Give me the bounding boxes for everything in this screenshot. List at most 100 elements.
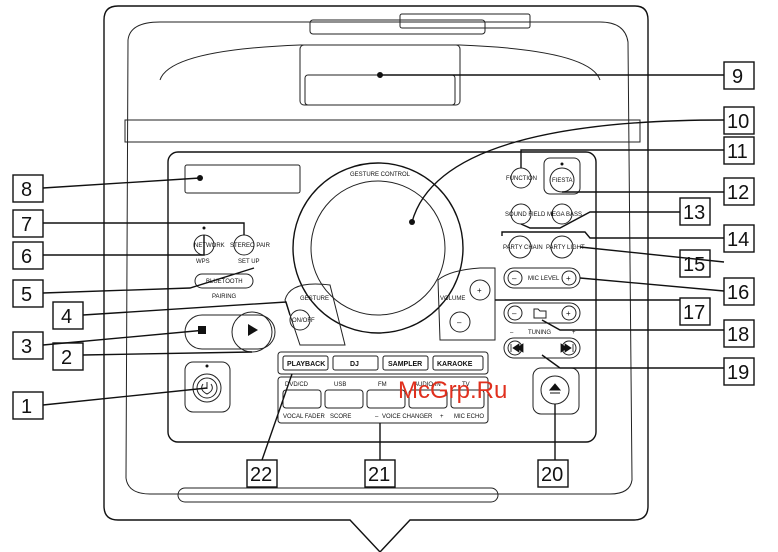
svg-text:14: 14 [727,229,749,251]
mic-echo-label: MIC ECHO [454,414,484,420]
network-button[interactable]: NETWORK [193,226,225,256]
gesture-label: GESTURE [300,296,329,302]
watermark: McGrp.Ru [398,377,507,404]
bluetooth-button[interactable]: BLUETOOTH [194,273,254,289]
playback-button[interactable]: PLAYBACK [282,355,329,371]
fm-button[interactable] [366,389,406,409]
device-inner-outline [125,21,633,495]
shelf [124,119,641,143]
callout-21: 21 [364,459,396,488]
mic-level-control[interactable]: – MIC LEVEL + [503,267,581,289]
function-label: FUNCTION [506,176,537,182]
gesture-on-off-button[interactable]: ON/OFF [289,309,315,331]
volume-label: VOLUME [440,296,465,302]
gesture-ring-outer [292,162,464,334]
gesture-control-label: GESTURE CONTROL [350,172,411,178]
bottom-foot [177,487,499,503]
mic-level-label: MIC LEVEL [528,276,560,282]
svg-text:8: 8 [21,179,32,201]
score-label: SCORE [330,414,351,420]
tuning-label: TUNING [528,330,551,336]
callout-6: 6 [12,241,44,270]
karaoke-button[interactable]: KARAOKE [432,355,484,371]
callout-14: 14 [723,224,755,253]
skip-forward-icon [560,343,574,353]
dvd-cd-button[interactable] [282,389,322,409]
mega-bass-button[interactable]: MEGA BASS [547,203,582,225]
svg-text:16: 16 [727,282,749,304]
callout-11: 11 [723,136,755,165]
sampler-button[interactable]: SAMPLER [382,355,429,371]
callout-15: 15 [679,249,711,278]
svg-text:9: 9 [732,66,743,88]
volume-up-button[interactable]: + [469,279,491,301]
usb-button[interactable] [324,389,364,409]
party-light-button[interactable]: PARTY LIGHT [546,235,585,259]
vocal-fader-label: VOCAL FADER [283,414,325,420]
folder-minus-label: – [512,309,517,318]
control-panel [167,151,597,443]
play-icon [248,324,258,336]
volume-plus-label: + [477,286,482,295]
stereo-pair-button[interactable]: STEREO PAIR [230,234,271,256]
svg-text:18: 18 [727,324,749,346]
fiesta-label: FIESTA [552,178,573,184]
svg-text:6: 6 [21,246,32,268]
callout-4: 4 [52,301,84,330]
audio-in-button[interactable] [408,389,448,409]
function-button[interactable]: FUNCTION [506,167,537,189]
callout-17: 17 [679,297,711,326]
wps-label: WPS [196,259,210,265]
svg-text:11: 11 [727,141,748,163]
mic-level-minus-label: – [512,274,517,283]
callout-13: 13 [679,197,711,226]
callout-5: 5 [12,279,44,308]
volume-minus-label: – [457,318,462,327]
sound-field-button[interactable]: SOUND FIELD [505,203,546,225]
svg-text:21: 21 [368,464,390,486]
power-button[interactable] [184,361,231,413]
skip-back-icon [510,343,524,353]
party-light-label: PARTY LIGHT [546,245,585,251]
stereo-pair-label: STEREO PAIR [230,243,271,249]
folder-icon [533,308,547,319]
callout-20: 20 [537,459,569,488]
playback-label: PLAYBACK [287,361,325,368]
sampler-label: SAMPLER [388,361,422,368]
volume-arc [437,267,496,341]
pairing-label: PAIRING [212,294,237,300]
on-off-label: ON/OFF [292,318,315,324]
skip-control[interactable] [503,337,581,359]
callout-12: 12 [723,177,755,206]
volume-down-button[interactable]: – [449,311,471,333]
karaoke-label: KARAOKE [437,361,473,368]
svg-text:22: 22 [250,464,272,486]
callout-8: 8 [12,174,44,203]
audio-in-label: AUDIO IN [414,382,441,388]
folder-tuning-control[interactable]: – + [503,302,581,324]
fiesta-button[interactable]: FIESTA [543,157,581,195]
tuning-minus-label: – [510,330,514,336]
svg-text:13: 13 [683,202,705,224]
tv-label: TV [462,382,470,388]
svg-text:12: 12 [727,182,749,204]
sound-field-label: SOUND FIELD [505,212,546,218]
folder-plus-label: + [566,309,571,318]
party-chain-button[interactable]: PARTY CHAIN [503,235,543,259]
svg-text:4: 4 [61,306,72,328]
eject-button[interactable] [532,367,580,415]
fm-label: FM [378,382,387,388]
mega-bass-label: MEGA BASS [547,212,582,218]
dj-button[interactable]: DJ [332,355,379,371]
party-chain-label: PARTY CHAIN [503,245,543,251]
callout-7: 7 [12,209,44,238]
stop-play-button[interactable] [184,311,276,353]
tv-button[interactable] [450,389,485,409]
callout-19: 19 [723,357,755,386]
dock-inner [304,74,456,106]
callout-2: 2 [52,342,84,371]
svg-text:15: 15 [683,254,705,276]
callout-1: 1 [12,391,44,420]
svg-text:1: 1 [21,396,32,418]
mic-level-plus-label: + [566,274,571,283]
